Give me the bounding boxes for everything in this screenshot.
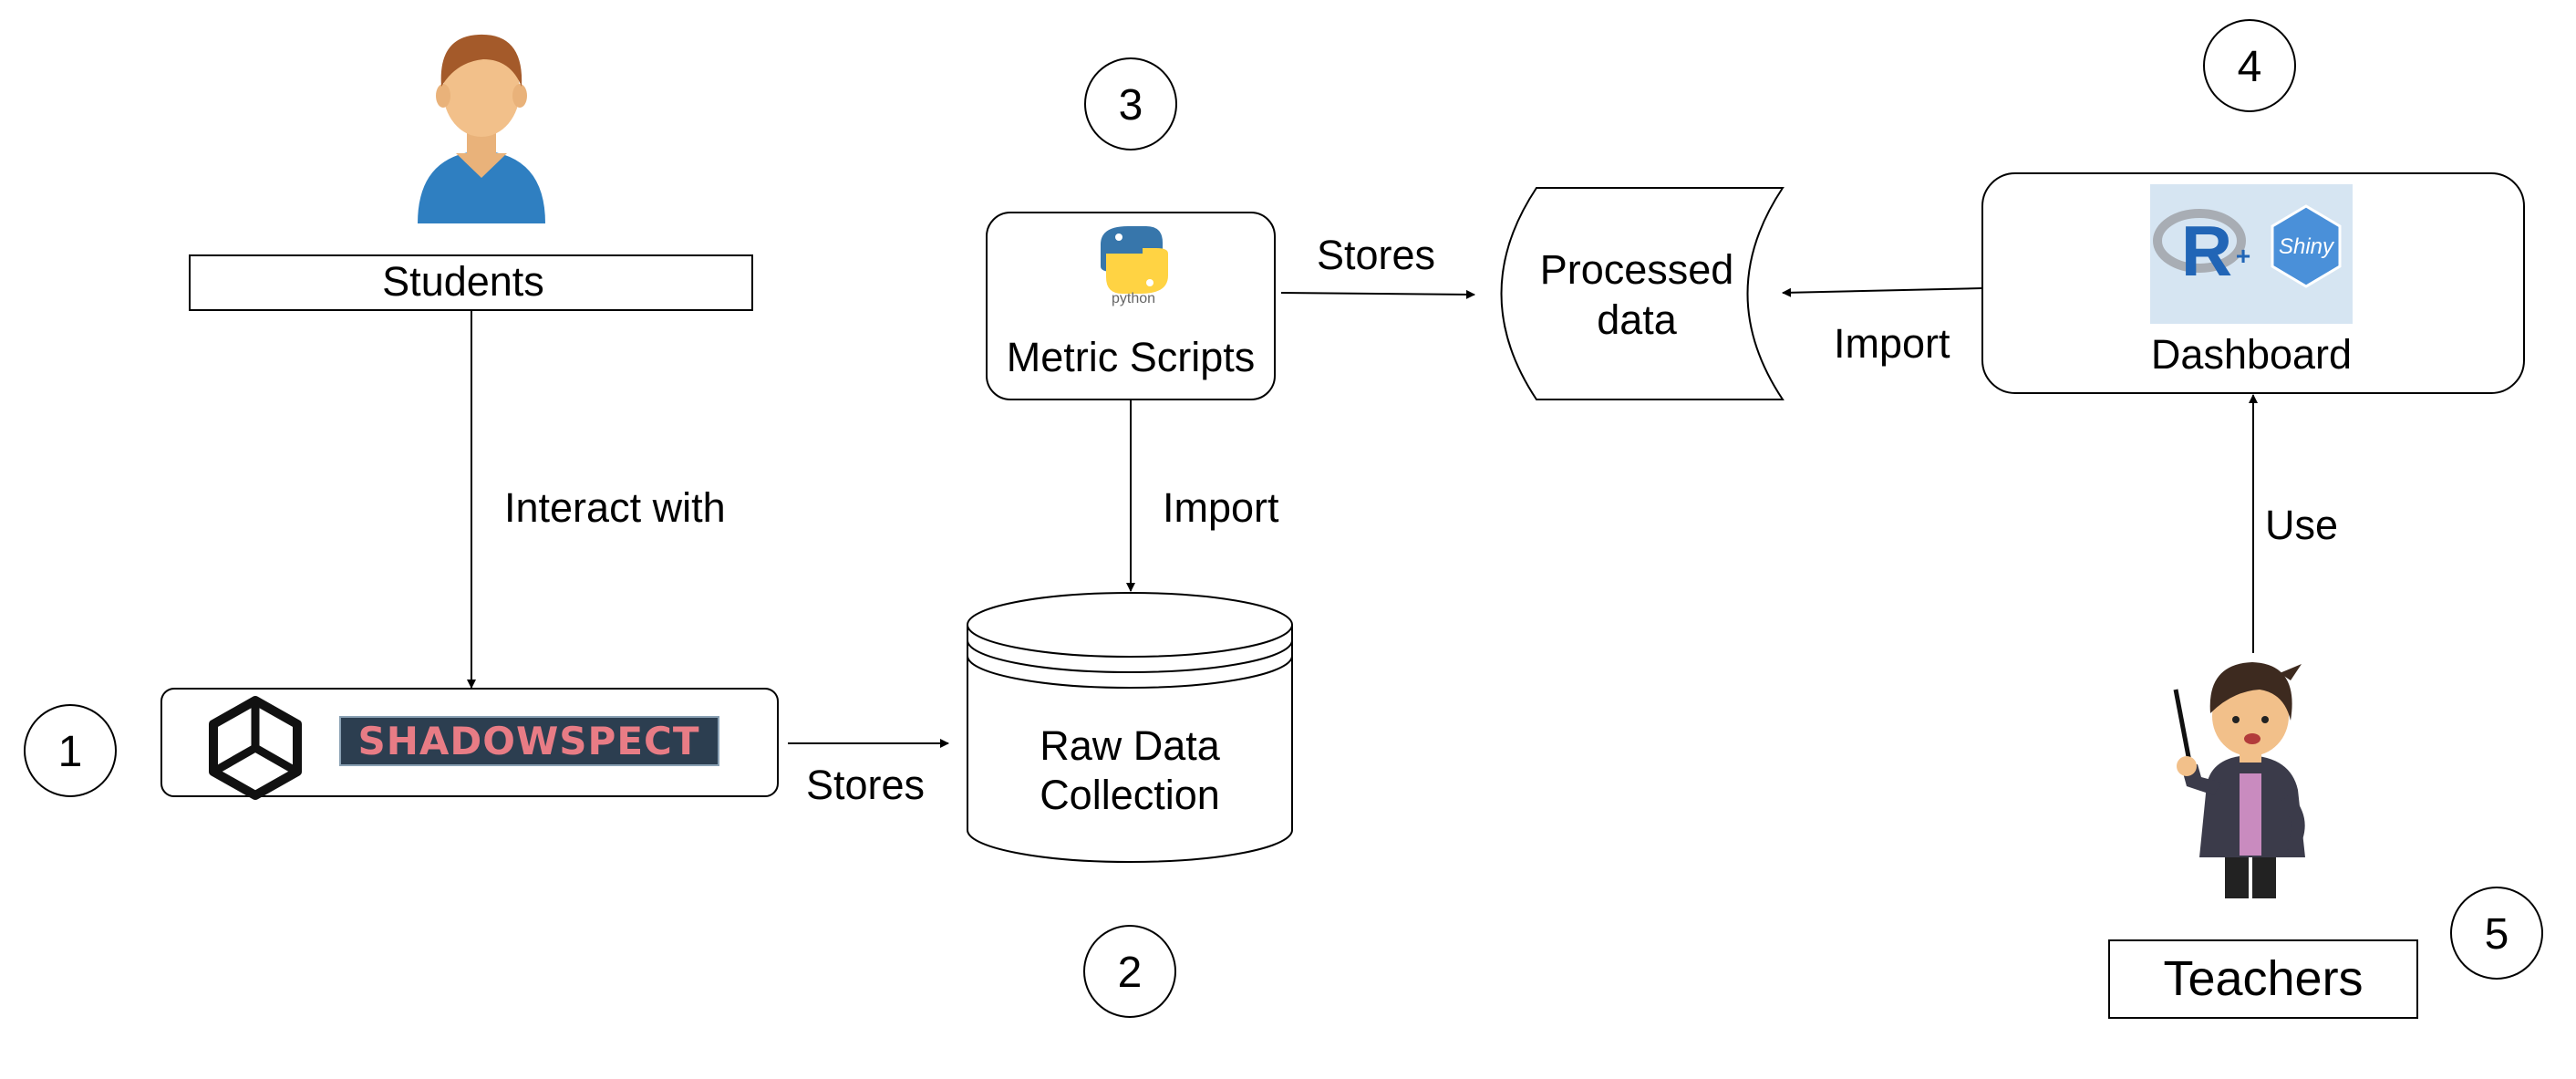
processed-data-label-line1: Processed (1540, 246, 1734, 293)
metric-scripts-label: Metric Scripts (1007, 334, 1256, 380)
svg-text:R: R (2181, 211, 2232, 291)
step-2-marker: 2 (1083, 925, 1176, 1018)
raw-data-label-line2: Collection (1040, 772, 1220, 818)
unity-logo-icon (209, 696, 302, 800)
step-4-marker: 4 (2203, 19, 2296, 112)
processed-data-label-line2: data (1597, 296, 1678, 343)
shiny-logo-icon: Shiny (2271, 204, 2342, 288)
edge-label-import-2: Import (1834, 320, 1950, 367)
shiny-logo-text: Shiny (2279, 234, 2335, 259)
step-5-marker: 5 (2450, 887, 2543, 980)
teachers-box (2108, 939, 2418, 1019)
students-box (189, 254, 753, 311)
svg-text:4: 4 (2238, 43, 2262, 91)
dashboard-label: Dashboard (2151, 331, 2352, 378)
step-3-marker: 3 (1084, 57, 1177, 150)
edge-label-interact-with: Interact with (504, 484, 726, 531)
step-1-marker: 1 (24, 704, 117, 797)
students-label: Students (382, 258, 544, 305)
student-avatar-icon (418, 34, 545, 223)
svg-text:5: 5 (2485, 910, 2509, 959)
edge-dashboard-to-processed (1782, 287, 1983, 297)
raw-data-cylinder (967, 592, 1293, 863)
processed-data-shape (1500, 187, 1785, 400)
svg-text:1: 1 (58, 728, 83, 776)
r-logo-icon: R + (2153, 209, 2250, 291)
shadowspect-logo-icon: SHADOWSPECT (339, 716, 719, 766)
svg-text:2: 2 (1118, 949, 1143, 997)
teacher-avatar-icon (2173, 662, 2305, 898)
svg-text:+: + (2236, 242, 2250, 270)
edge-scripts-to-processed (1280, 289, 1475, 299)
edge-label-import-1: Import (1163, 484, 1279, 531)
svg-text:3: 3 (1119, 81, 1143, 130)
edge-label-use: Use (2265, 502, 2338, 548)
python-logo-icon: python (1101, 226, 1168, 306)
edge-label-stores-2: Stores (1317, 232, 1435, 278)
teachers-label: Teachers (2163, 951, 2363, 1006)
raw-data-label-line1: Raw Data (1040, 722, 1221, 769)
edge-label-stores-1: Stores (806, 762, 925, 808)
shadowspect-logo-text: SHADOWSPECT (358, 719, 700, 763)
python-logo-text: python (1112, 291, 1155, 306)
